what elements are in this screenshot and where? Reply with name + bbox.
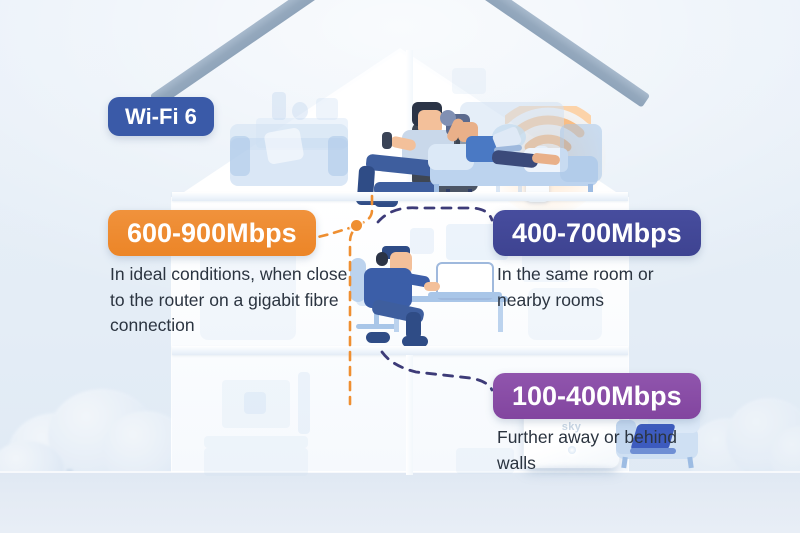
- keyboard: [428, 292, 502, 298]
- sofa-leg: [588, 184, 593, 194]
- ground-line: [0, 471, 800, 473]
- low-cabinet: [456, 448, 514, 474]
- cushion: [263, 127, 305, 165]
- framed-art: [222, 380, 290, 428]
- office-man-hair: [376, 252, 388, 266]
- attic-partition-wall: [406, 50, 413, 195]
- man-shoe: [374, 196, 398, 207]
- laptop-far-base: [630, 448, 676, 454]
- wall-clock: [410, 228, 434, 254]
- ground-partition-wall: [406, 355, 413, 475]
- floor-lamp: [298, 372, 310, 434]
- armchair-right: [560, 124, 602, 182]
- art-motif: [244, 392, 266, 414]
- ground: [0, 471, 800, 533]
- caption-speed-mid: In the same room or nearby rooms: [497, 264, 654, 310]
- smartphone: [382, 132, 392, 149]
- roof-right-plank: [394, 0, 651, 108]
- sideboard-ground: [204, 448, 308, 476]
- badge-speed-near: 600-900Mbps: [108, 210, 316, 256]
- room-panel-left: [200, 244, 296, 340]
- badge-wifi6: Wi-Fi 6: [108, 97, 214, 136]
- picture-frame-small: [316, 98, 338, 120]
- badge-speed-mid: 400-700Mbps: [493, 210, 701, 256]
- cabinet-right: [528, 288, 602, 340]
- badge-speed-far: 100-400Mbps: [493, 373, 701, 419]
- desk-leg: [498, 302, 503, 332]
- office-man-hand: [424, 282, 440, 291]
- office-man-shin: [406, 312, 421, 340]
- connector-node-dot: [351, 220, 362, 231]
- chair-foot: [356, 324, 398, 329]
- wall-art-attic: [452, 68, 486, 94]
- vase-round: [292, 102, 308, 120]
- shelf: [204, 436, 308, 448]
- hub-brand-label: sky: [561, 421, 582, 433]
- sofa-leg: [434, 184, 439, 194]
- caption-speed-near: In ideal conditions, when close to the r…: [110, 264, 348, 336]
- office-man-shoe: [402, 336, 428, 347]
- sofa-attic-arm-left: [230, 136, 250, 176]
- chair-post: [374, 306, 379, 326]
- desk-top: [386, 296, 508, 302]
- hub-shadow: [528, 466, 616, 472]
- floor-separator-upper: [172, 192, 628, 201]
- sofa-attic-arm-right: [328, 136, 348, 176]
- caption-speed-far: Further away or behind walls: [497, 427, 677, 473]
- hub-status-led: [567, 446, 576, 454]
- vase-tall: [272, 92, 286, 120]
- floor-separator-lower: [172, 346, 628, 355]
- office-man-shoe: [366, 332, 390, 343]
